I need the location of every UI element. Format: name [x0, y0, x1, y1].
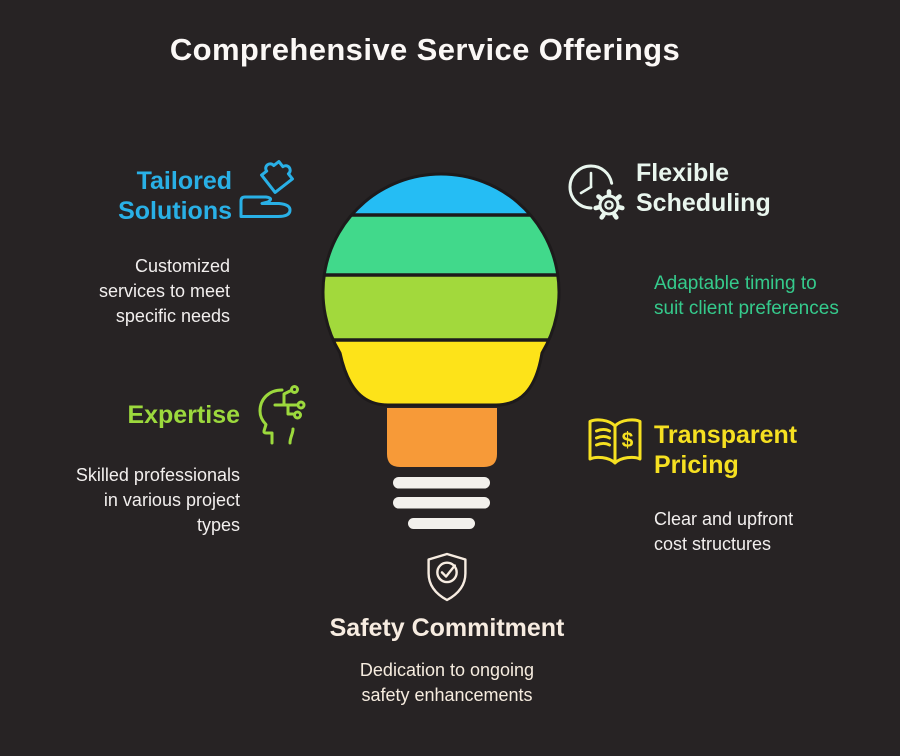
transparent-pricing-description: Clear and upfront cost structures	[654, 507, 854, 557]
title-line: Pricing	[654, 451, 739, 479]
expertise-description: Skilled professionals in various project…	[50, 463, 240, 538]
shield-check-icon	[427, 552, 467, 602]
bulb-base-bar	[393, 497, 490, 509]
tailored-solutions-description: Customized services to meet specific nee…	[70, 254, 230, 329]
desc-line: Clear and upfront	[654, 509, 794, 529]
desc-line: Adaptable timing to	[654, 273, 817, 294]
desc-line: specific needs	[115, 306, 230, 326]
hand-puzzle-icon	[239, 160, 294, 218]
bulb-segment-upper-middle	[322, 215, 559, 275]
safety-commitment-description: Dedication to ongoing safety enhancement…	[322, 658, 572, 708]
bulb-base-bar	[393, 477, 490, 489]
head-circuit-icon	[258, 385, 306, 445]
desc-line: Dedication to ongoing	[359, 660, 535, 680]
bulb-globe	[322, 173, 559, 405]
page-title: Comprehensive Service Offerings	[169, 32, 681, 67]
book-dollar-icon: $	[588, 418, 642, 465]
title-line: Solutions	[118, 197, 232, 225]
desc-line: Skilled professionals	[75, 465, 240, 485]
title-line: Transparent	[654, 421, 798, 449]
safety-commitment-title: Safety Commitment	[297, 613, 597, 643]
desc-line: in various project	[103, 490, 240, 510]
desc-line: services to meet	[98, 281, 230, 301]
title-line: Safety Commitment	[329, 614, 565, 642]
title-line: Tailored	[136, 167, 232, 195]
bulb-segment-lower-middle	[322, 275, 559, 340]
bulb-segment-bottom	[322, 340, 559, 405]
title-line: Expertise	[127, 401, 240, 429]
flexible-scheduling-description: Adaptable timing to suit client preferen…	[654, 271, 864, 321]
bulb-neck	[387, 408, 497, 467]
desc-line: safety enhancements	[361, 685, 533, 705]
desc-line: cost structures	[654, 534, 772, 554]
bulb-outline	[321, 172, 561, 407]
desc-line: types	[196, 515, 240, 535]
bulb-base-bar	[408, 518, 475, 529]
expertise-title: Expertise	[60, 400, 240, 430]
tailored-solutions-title: Tailored Solutions	[62, 166, 232, 226]
desc-line: Customized	[134, 256, 230, 276]
transparent-pricing-title: Transparent Pricing	[654, 420, 834, 480]
flexible-scheduling-title: Flexible Scheduling	[636, 158, 816, 218]
desc-line: suit client preferences	[654, 298, 839, 319]
dollar-glyph: $	[622, 429, 634, 452]
clock-gear-icon	[568, 164, 625, 220]
title-line: Flexible	[636, 159, 730, 187]
title-line: Scheduling	[636, 189, 771, 217]
lightbulb-graphic	[321, 172, 561, 529]
